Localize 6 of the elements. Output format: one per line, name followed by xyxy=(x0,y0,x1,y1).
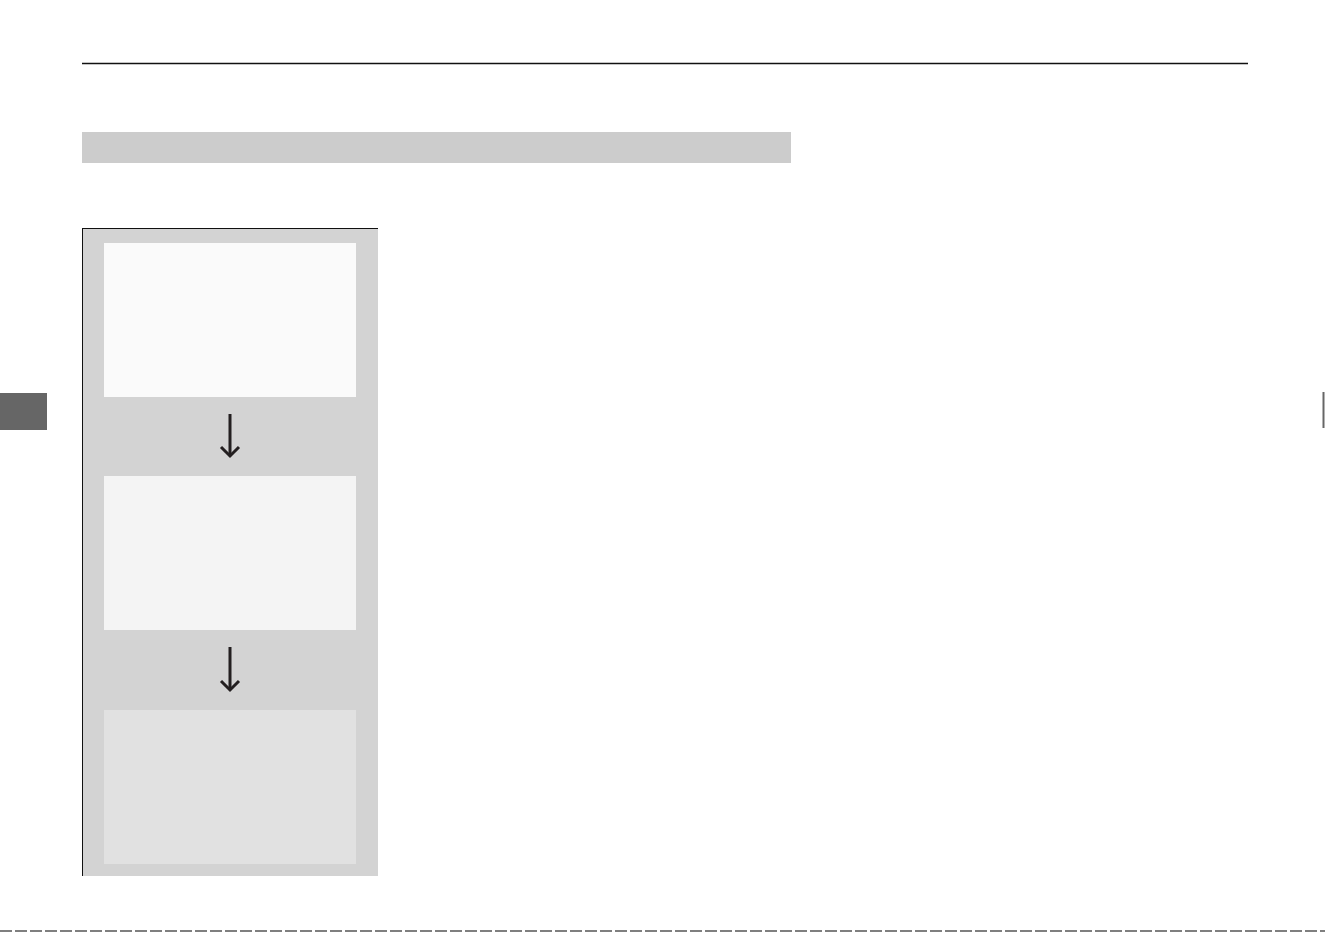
section-heading-bar xyxy=(82,132,791,163)
flow-box xyxy=(104,476,356,630)
flow-panel xyxy=(82,228,378,876)
arrow xyxy=(219,647,241,692)
flow-box xyxy=(104,243,356,397)
arrow xyxy=(219,414,241,458)
